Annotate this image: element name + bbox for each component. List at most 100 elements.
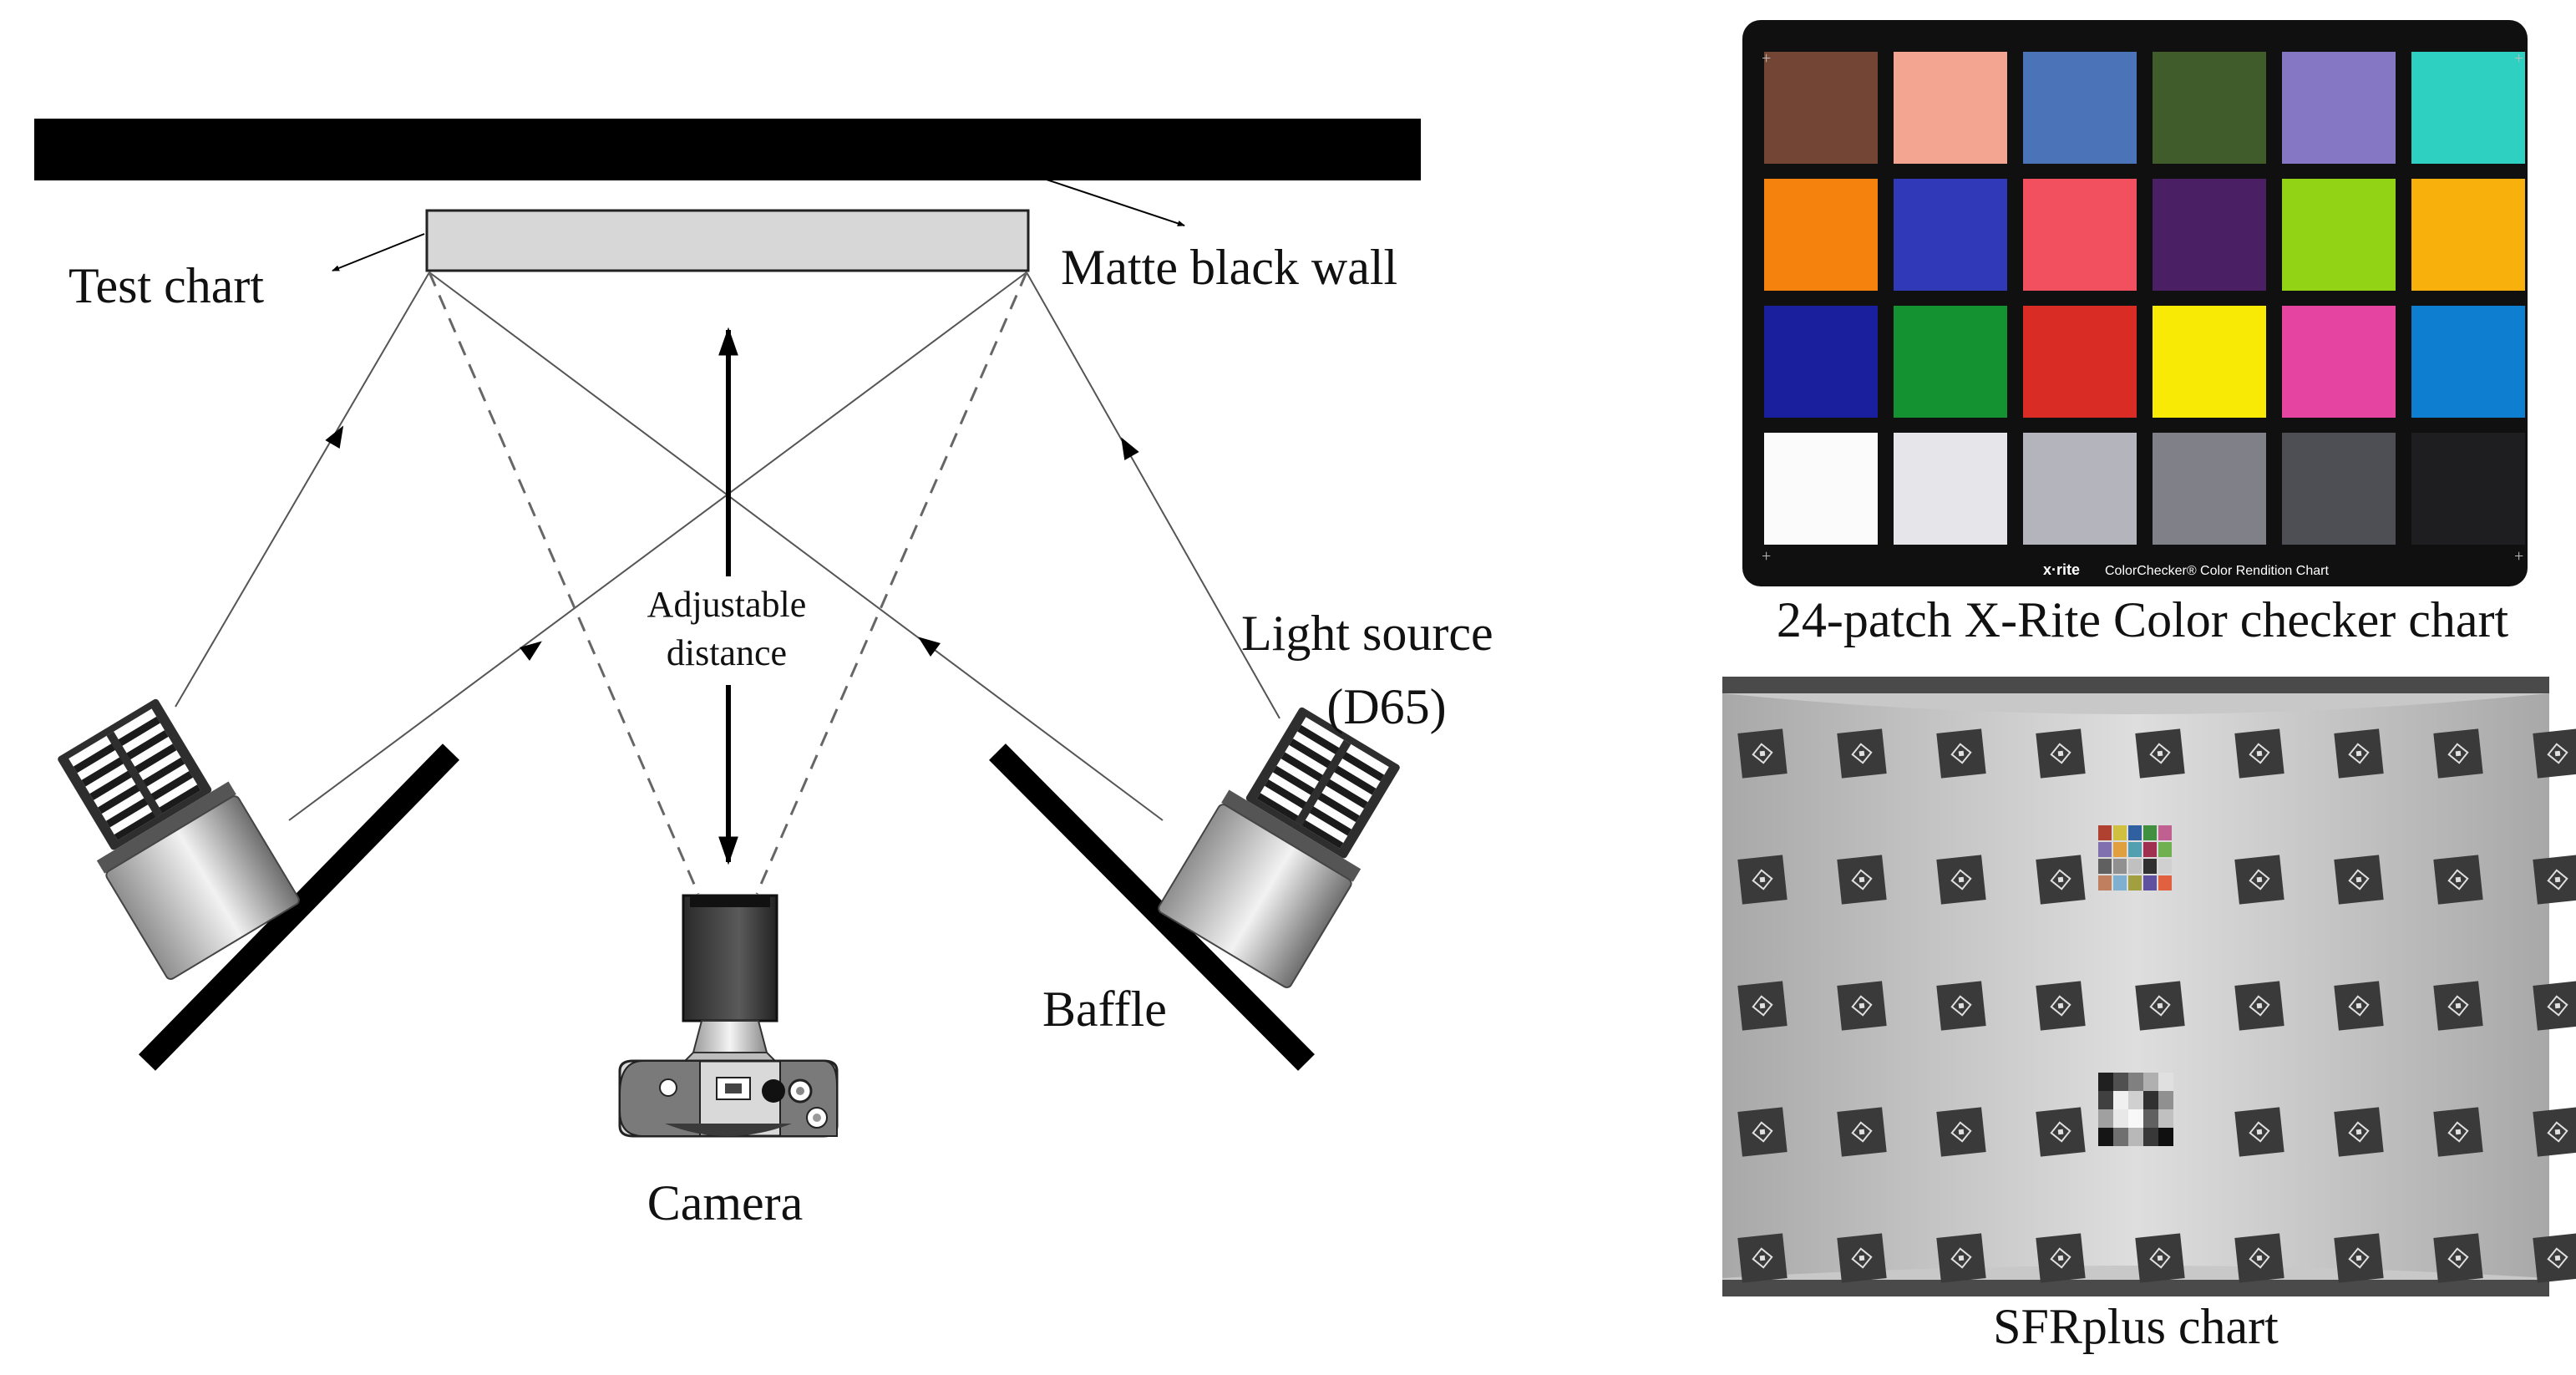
sfrplus-color-patch <box>2128 842 2142 857</box>
sfrplus-square <box>2334 855 2384 905</box>
sfrplus-square <box>2234 981 2284 1031</box>
colorchecker-patch <box>1894 52 2007 164</box>
colorchecker-patch <box>2153 433 2266 545</box>
sfrplus-square <box>1737 1107 1787 1157</box>
sfrplus-square <box>2135 981 2185 1031</box>
colorchecker-patch <box>1764 306 1878 418</box>
colorchecker-patch <box>2023 52 2137 164</box>
colorchecker-patch <box>2023 306 2137 418</box>
sfrplus-center-gray-patches <box>2098 1073 2173 1146</box>
sfrplus-square <box>2533 1107 2576 1157</box>
colorchecker-patch <box>2153 52 2266 164</box>
sfrplus-color-patch <box>2128 825 2142 840</box>
colorchecker-patch <box>2282 179 2396 291</box>
colorchecker-patch <box>1764 52 1878 164</box>
baffle-label: Baffle <box>1042 982 1167 1037</box>
sfrplus-square <box>2433 728 2483 779</box>
colorchecker-patch-grid <box>1764 52 2525 545</box>
colorchecker-patch <box>2023 433 2137 545</box>
sfrplus-color-patch <box>2128 875 2142 890</box>
wall-leader-arrow <box>1043 178 1185 226</box>
colorchecker-patch <box>1764 179 1878 291</box>
sfrplus-square <box>1837 981 1887 1031</box>
colorchecker-caption: 24-patch X-Rite Color checker chart <box>1777 592 2509 647</box>
sfrplus-gray-patch <box>2158 1091 2173 1109</box>
sfrplus-square <box>2036 981 2086 1031</box>
matte-black-wall <box>34 119 1421 180</box>
sfrplus-square <box>1936 855 1986 905</box>
colorchecker-patch <box>2282 433 2396 545</box>
sfrplus-square <box>2234 1107 2284 1157</box>
sfrplus-color-patch <box>2143 825 2157 840</box>
colorchecker-patch <box>2282 306 2396 418</box>
ray-arrowheads <box>325 425 1139 662</box>
sfrplus-gray-patch <box>2113 1128 2128 1146</box>
adjustable-label-line1: Adjustable <box>647 584 807 625</box>
light-rays <box>175 271 1280 821</box>
sfrplus-color-patch <box>2143 859 2157 874</box>
sfrplus-color-patch <box>2158 842 2172 857</box>
colorchecker-image: + + + + x·rite ColorChecker® Color Rendi… <box>1742 20 2528 586</box>
colorchecker-patch <box>2153 306 2266 418</box>
sfrplus-color-patch <box>2143 842 2157 857</box>
svg-text:+: + <box>1762 49 1771 68</box>
test-chart-leader-arrow <box>332 233 425 271</box>
sfrplus-color-patch <box>2158 875 2172 890</box>
baffle-left <box>138 743 460 1071</box>
sfrplus-gray-patch <box>2128 1091 2143 1109</box>
sfrplus-square <box>2533 855 2576 905</box>
camera-icon <box>618 894 839 1138</box>
sfrplus-color-patch <box>2113 825 2127 840</box>
sfrplus-square <box>1936 1233 1986 1283</box>
sfrplus-square <box>1737 855 1787 905</box>
sfrplus-square <box>1936 981 1986 1031</box>
sfrplus-square <box>1737 981 1787 1031</box>
light-source-label: Light source <box>1241 606 1493 661</box>
sfrplus-square <box>1837 1107 1887 1157</box>
sfrplus-color-patch <box>2113 859 2127 874</box>
sfrplus-square <box>2433 855 2483 905</box>
sfrplus-color-patch <box>2098 825 2112 840</box>
colorchecker-patch <box>2411 179 2525 291</box>
sfrplus-color-patch <box>2113 842 2127 857</box>
sfrplus-square <box>2334 981 2384 1031</box>
sfrplus-square <box>2433 981 2483 1031</box>
sfrplus-color-patch <box>2113 875 2127 890</box>
sfrplus-gray-patch <box>2098 1073 2113 1091</box>
sfrplus-color-patch <box>2158 825 2172 840</box>
sfrplus-square <box>1737 728 1787 779</box>
sfrplus-square <box>1837 1233 1887 1283</box>
colorchecker-patch <box>2153 179 2266 291</box>
sfrplus-image <box>1722 677 2576 1296</box>
sfrplus-square <box>2135 728 2185 779</box>
sfrplus-color-patch <box>2098 875 2112 890</box>
sfrplus-square <box>1837 855 1887 905</box>
sfrplus-square <box>2135 1233 2185 1283</box>
sfrplus-slanted-squares <box>1737 728 2576 1283</box>
colorchecker-patch <box>1894 433 2007 545</box>
sfrplus-gray-patch <box>2098 1091 2113 1109</box>
sfrplus-gray-patch <box>2098 1109 2113 1128</box>
sfrplus-gray-patch <box>2158 1109 2173 1128</box>
colorchecker-brand-text: x·rite <box>2043 561 2080 578</box>
sfrplus-color-patch <box>2158 859 2172 874</box>
colorchecker-patch <box>1764 433 1878 545</box>
svg-text:+: + <box>2514 49 2523 68</box>
sfrplus-gray-patch <box>2098 1128 2113 1146</box>
sfrplus-square <box>2036 1233 2086 1283</box>
adjustable-label-bg <box>625 576 832 685</box>
adjustable-label-line2: distance <box>667 632 787 673</box>
sfrplus-color-patch <box>2128 859 2142 874</box>
sfrplus-gray-patch <box>2143 1091 2158 1109</box>
sfrplus-gray-patch <box>2128 1073 2143 1091</box>
sfrplus-square <box>2533 1233 2576 1283</box>
matte-black-wall-label: Matte black wall <box>1061 240 1397 295</box>
sfrplus-gray-patch <box>2128 1109 2143 1128</box>
sfrplus-square <box>2334 1233 2384 1283</box>
sfrplus-square <box>1737 1233 1787 1283</box>
light-source-d65-label: (D65) <box>1326 679 1446 734</box>
sfrplus-square <box>2234 855 2284 905</box>
baffle-right <box>989 743 1315 1071</box>
